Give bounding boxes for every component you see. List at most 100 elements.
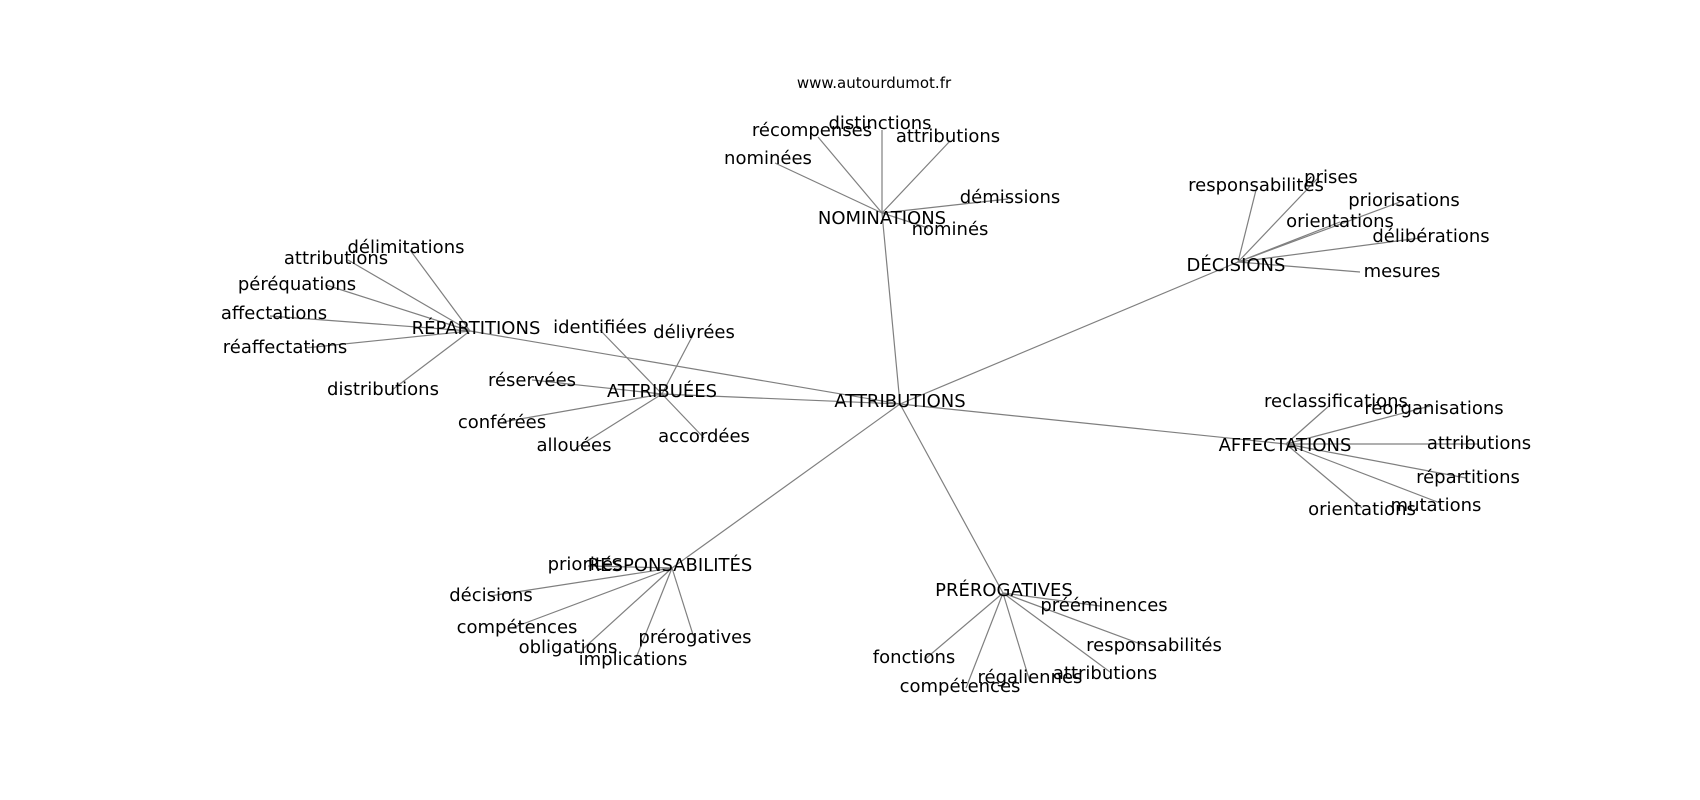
leaf-node-label: attributions bbox=[1427, 433, 1531, 454]
edge-6-1 bbox=[1002, 592, 1147, 647]
edge-4-4 bbox=[1285, 443, 1441, 504]
leaf-node-label: attributions bbox=[1053, 663, 1157, 684]
edge-center-1 bbox=[899, 261, 1239, 405]
leaf-node-label: péréquations bbox=[238, 274, 356, 295]
hub-node-label: PRÉROGATIVES bbox=[935, 579, 1073, 601]
center-node-label: ATTRIBUTIONS bbox=[834, 391, 965, 412]
leaf-node-label: conférées bbox=[458, 412, 546, 433]
edge-center-3 bbox=[661, 393, 901, 405]
edge-4-3 bbox=[1285, 443, 1467, 479]
leaf-node-label: prérogatives bbox=[638, 627, 751, 648]
edge-6-2 bbox=[1002, 592, 1111, 673]
edge-5-0 bbox=[587, 565, 673, 569]
edge-1-4 bbox=[1237, 237, 1421, 263]
edge-6-3 bbox=[1002, 592, 1031, 683]
hub-node-label: AFFECTATIONS bbox=[1219, 435, 1352, 456]
edge-1-5 bbox=[1237, 261, 1361, 273]
leaf-node-label: mutations bbox=[1391, 495, 1482, 516]
hub-node-label: RESPONSABILITÉS bbox=[588, 554, 753, 576]
edge-1-3 bbox=[1237, 221, 1341, 263]
edge-5-3 bbox=[583, 567, 673, 649]
leaf-node-label: nominés bbox=[912, 219, 989, 240]
edge-3-1 bbox=[661, 332, 695, 395]
edge-center-2 bbox=[469, 330, 901, 405]
hub-node-label: NOMINATIONS bbox=[818, 208, 946, 229]
edge-4-0 bbox=[1285, 404, 1331, 445]
leaf-node-label: prises bbox=[1304, 167, 1358, 188]
edge-3-2 bbox=[531, 379, 663, 395]
edge-0-1 bbox=[817, 136, 883, 214]
leaf-node-label: réorganisations bbox=[1364, 398, 1503, 419]
edge-center-5 bbox=[671, 403, 901, 569]
edge-1-0 bbox=[1237, 189, 1257, 263]
leaf-node-label: réservées bbox=[488, 370, 576, 391]
leaf-node-label: accordées bbox=[658, 426, 750, 447]
leaf-node-label: nominées bbox=[724, 148, 812, 169]
edge-6-0 bbox=[1002, 592, 1101, 607]
edge-5-4 bbox=[635, 567, 673, 659]
leaf-node-label: reclassifications bbox=[1264, 391, 1408, 412]
edge-2-2 bbox=[325, 284, 471, 332]
leaf-node-label: orientations bbox=[1308, 499, 1416, 520]
edge-2-0 bbox=[409, 249, 471, 332]
leaf-node-label: prééminences bbox=[1040, 595, 1167, 616]
hub-node-label: RÉPARTITIONS bbox=[412, 317, 541, 339]
edge-0-0 bbox=[774, 162, 883, 214]
leaf-node-label: régaliennes bbox=[978, 667, 1083, 688]
leaf-node-label: fonctions bbox=[873, 647, 956, 668]
leaf-node-label: distributions bbox=[327, 379, 439, 400]
leaf-node-label: décisions bbox=[449, 585, 533, 606]
edge-2-5 bbox=[391, 330, 471, 391]
leaf-node-label: affectations bbox=[221, 303, 327, 324]
source-watermark: www.autourdumot.fr bbox=[797, 74, 952, 92]
leaf-node-label: priorités bbox=[548, 554, 623, 575]
edge-5-5 bbox=[671, 567, 696, 642]
leaf-node-label: responsabilités bbox=[1188, 175, 1324, 196]
edge-4-5 bbox=[1285, 443, 1363, 509]
edge-0-3 bbox=[881, 140, 951, 214]
leaf-node-label: délimitations bbox=[348, 237, 465, 258]
edge-0-4 bbox=[881, 198, 1009, 214]
leaf-node-label: réaffectations bbox=[223, 337, 347, 358]
leaf-node-label: obligations bbox=[519, 637, 618, 658]
hub-node-label: ATTRIBUÉES bbox=[607, 380, 717, 402]
labels: ATTRIBUTIONS NOMINATIONS nominées récompens… bbox=[221, 113, 1531, 697]
leaf-node-label: répartitions bbox=[1416, 467, 1520, 488]
edge-0-5 bbox=[881, 212, 929, 229]
edge-6-5 bbox=[923, 592, 1004, 661]
hub-node-label: DÉCISIONS bbox=[1187, 254, 1286, 276]
edge-4-1 bbox=[1285, 405, 1431, 445]
edge-5-2 bbox=[511, 567, 673, 629]
edge-5-1 bbox=[489, 567, 673, 597]
edge-center-4 bbox=[899, 403, 1287, 445]
edge-1-1 bbox=[1237, 177, 1319, 263]
edge-3-5 bbox=[661, 393, 705, 439]
leaf-node-label: compétences bbox=[457, 617, 578, 638]
edge-center-6 bbox=[899, 403, 1004, 594]
leaf-node-label: allouées bbox=[537, 435, 612, 456]
leaf-node-label: récompenses bbox=[752, 120, 872, 141]
edge-3-0 bbox=[599, 329, 663, 395]
leaf-node-label: délivrées bbox=[653, 322, 735, 343]
leaf-node-label: attributions bbox=[284, 248, 388, 269]
edge-center-0 bbox=[881, 212, 901, 405]
edge-3-4 bbox=[575, 393, 663, 449]
leaf-node-label: attributions bbox=[896, 126, 1000, 147]
leaf-node-label: implications bbox=[579, 649, 688, 670]
leaf-node-label: mesures bbox=[1364, 261, 1441, 282]
edge-6-4 bbox=[965, 592, 1004, 689]
leaf-node-label: compétences bbox=[900, 676, 1021, 697]
leaf-node-label: identifiées bbox=[553, 317, 647, 338]
edge-2-4 bbox=[304, 330, 471, 349]
leaf-node-label: priorisations bbox=[1348, 190, 1460, 211]
leaf-node-label: démissions bbox=[960, 187, 1061, 208]
leaf-node-label: responsabilités bbox=[1086, 635, 1222, 656]
edge-3-3 bbox=[502, 393, 663, 423]
edge-2-1 bbox=[347, 259, 471, 332]
leaf-node-label: distinctions bbox=[828, 113, 931, 134]
edges bbox=[269, 130, 1478, 689]
leaf-node-label: délibérations bbox=[1372, 226, 1489, 247]
leaf-node-label: orientations bbox=[1286, 211, 1394, 232]
edge-2-3 bbox=[269, 315, 471, 332]
